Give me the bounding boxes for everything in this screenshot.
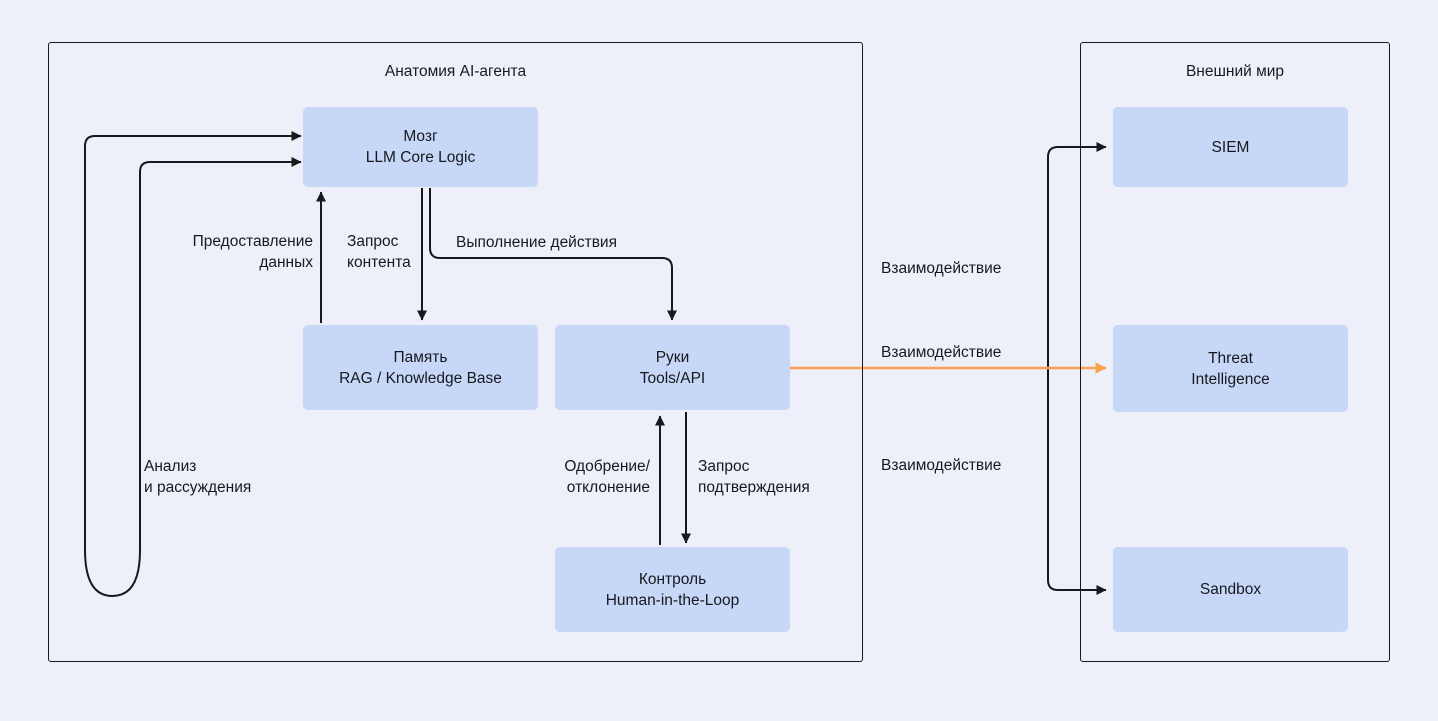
node-hands-tools-api: Руки Tools/API bbox=[555, 325, 790, 410]
label-confirmation-request: Запрос подтверждения bbox=[698, 458, 810, 496]
node-memory-rag: Память RAG / Knowledge Base bbox=[303, 325, 538, 410]
node-threat-intelligence: Threat Intelligence bbox=[1113, 325, 1348, 412]
label-request-content: Запрос контента bbox=[347, 233, 411, 271]
label-analysis-reasoning: Анализ и рассуждения bbox=[144, 458, 252, 496]
label-interaction-siem: Взаимодействие bbox=[881, 260, 1002, 277]
agent-anatomy-container: Анатомия AI-агента bbox=[48, 42, 863, 662]
node-siem: SIEM bbox=[1113, 107, 1348, 187]
agent-container-title: Анатомия AI-агента bbox=[384, 63, 527, 80]
node-control-human-in-the-loop: Контроль Human-in-the-Loop bbox=[555, 547, 790, 632]
label-provide-data: Предоставление данных bbox=[192, 233, 313, 271]
label-interaction-sandbox: Взаимодействие bbox=[881, 457, 1002, 474]
node-sandbox: Sandbox bbox=[1113, 547, 1348, 632]
label-interaction-threat-intelligence: Взаимодействие bbox=[881, 344, 1002, 361]
label-approval-rejection: Одобрение/ отклонение bbox=[564, 458, 650, 496]
node-brain-llm-core: Мозг LLM Core Logic bbox=[303, 107, 538, 187]
external-world-container: Внешний мир bbox=[1080, 42, 1390, 662]
label-perform-action: Выполнение действия bbox=[456, 234, 617, 251]
world-container-title: Внешний мир bbox=[1185, 63, 1285, 80]
